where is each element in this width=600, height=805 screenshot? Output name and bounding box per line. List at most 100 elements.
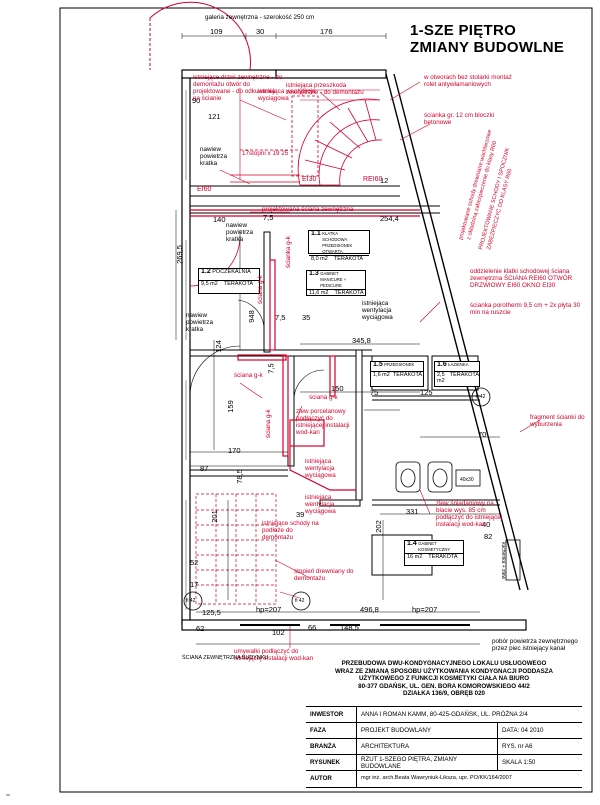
dim-150: 150 <box>331 384 344 393</box>
dim-75: 75 <box>370 388 379 397</box>
project-line-3: UŻYTKOWEGO Z FUNKCJI KOSMETYKI CIAŁA NA … <box>358 675 530 682</box>
dim-159: 159 <box>225 400 235 413</box>
room-1-6-name: ŁAZIENKA <box>448 362 469 367</box>
row-drawing-scale: SKALA 1:50 <box>497 755 582 771</box>
room-1-6: 1.6 ŁAZIENKA 2,5 m2 TERAKOTA <box>434 361 480 387</box>
room-1-1-area: 8,0 m2 <box>311 256 328 262</box>
room-1-5-num: 1.5 <box>373 361 383 368</box>
room-1-6-num: 1.6 <box>437 361 447 368</box>
dim-948: 948 <box>246 310 256 323</box>
label-fi42-3: fi 42 <box>295 598 305 604</box>
dim-90: 90 <box>192 96 201 105</box>
room-1-2-name: POCZEKALNIA <box>212 269 251 275</box>
dim-40: 40 <box>482 520 491 529</box>
ei60-label: EI60 <box>197 186 212 193</box>
room-1-2: 1.2 POCZEKALNIA 9,5 m2 TERAKOTA <box>198 268 260 294</box>
fixtures <box>183 387 521 611</box>
row-discipline-sheet: RYS. nr A6 <box>497 739 582 755</box>
note-existing-stairs: istniejące schody na podłoże do demontaż… <box>262 520 319 541</box>
note-ventilation-red-1: istniejąca wentylacja wyciągowa <box>258 88 316 102</box>
note-stair-separation: oddzielenie klatki schodowej ściana zewn… <box>470 268 573 289</box>
note-stairs-count: 17stopni x 19 25 <box>242 150 289 157</box>
room-1-5-name: PRZEDSIONEK <box>384 362 415 367</box>
label-fi42-2: fi 42 <box>186 598 196 604</box>
drawing-title: 1-SZE PIĘTRO ZMIANY BUDOWLNE <box>410 22 564 56</box>
row-phase: FAZA PROJEKT BUDOWLANY DATA: 04 2010 <box>306 722 582 739</box>
note-gk-5: ściana g-k <box>257 275 264 304</box>
label-kitchenette: kuchenka + zlew <box>500 542 506 580</box>
room-1-5-area: 1,6 m2 <box>373 372 390 378</box>
row-investor-value: ANNA I ROMAN KAMM, 80-425-GDAŃSK, UL. PR… <box>356 707 582 723</box>
note-gk-2: ściana g-k <box>234 372 263 379</box>
dim-7-5-c: 7,5 <box>266 363 276 374</box>
room-1-4: 1.4 GABINET KOSMETYCZNY 16 m2 TERAKOTA <box>404 540 464 566</box>
ei30-label: EI30 <box>302 176 317 183</box>
note-building-wall: ŚCIANA ZEWNĘTRZNA BUDYNKU <box>182 655 269 661</box>
note-gk-4: ściana g-k <box>265 409 272 438</box>
note-existing-obstacle: istniejąca przeszkoda zewnętrzne - do de… <box>286 82 364 96</box>
row-phase-value: PROJEKT BUDOWLANY <box>356 723 497 739</box>
dim-102: 102 <box>272 628 285 637</box>
rei60-label: REI60 <box>363 176 383 183</box>
note-gk-3: ściana g-k <box>309 394 338 401</box>
note-projected-wall: projektowana ściana zewnętrzna <box>262 206 354 213</box>
note-sink-1: zlew porcelanowy podłączyć do istniejące… <box>296 408 350 436</box>
dim-52: 52 <box>190 558 199 567</box>
dim-7-5-a: 7,5 <box>263 213 274 222</box>
note-ventilation-red-2: istniejąca wentylacja wyciągowa <box>305 494 336 515</box>
room-1-3: 1.3 GABINET MANICURE + PEDICURE 11,6 m2 … <box>306 270 366 296</box>
row-author-key: AUTOR <box>310 775 332 783</box>
title-block-project: PRZEBUDOWA DWU-KONDYGNACYJNEGO LOKALU US… <box>306 658 582 708</box>
room-1-6-area: 2,5 m2 <box>437 372 445 384</box>
rotated-notes: projektowane schody drewniane wachlarzow… <box>458 129 513 250</box>
room-1-3-floor: TERAKOTA <box>334 290 364 296</box>
dim-78-5: 78,5 <box>234 469 244 484</box>
note-air-inlet-3: nawiew powietrza kratka <box>186 312 213 333</box>
leader-lines <box>219 81 541 648</box>
label-fi42-1: fi 42 <box>476 394 486 400</box>
dim-7-5-b: 7,5 <box>275 313 286 322</box>
dim-345-8: 345,8 <box>352 336 371 345</box>
room-1-1-num: 1.1 <box>311 230 321 237</box>
dim-140: 140 <box>213 215 226 224</box>
dim-66: 66 <box>308 623 317 632</box>
room-1-3-num: 1.3 <box>309 270 319 277</box>
row-author-value: mgr inż. arch.Beata Wawryniuk-Liksza, up… <box>356 771 582 787</box>
hp-207-2: hp=207 <box>412 605 438 614</box>
dim-125-5: 125,5 <box>202 608 221 617</box>
spiral-stairs-new <box>230 95 383 186</box>
dim-124: 124 <box>213 340 223 353</box>
dim-70: 70 <box>478 430 487 439</box>
hp-207-1: hp=207 <box>256 605 282 614</box>
dim-82: 82 <box>484 532 493 541</box>
room-1-2-num: 1.2 <box>201 268 211 275</box>
room-1-2-floor: TERAKOTA <box>223 281 254 287</box>
room-1-4-area: 16 m2 <box>407 554 423 560</box>
room-1-5: 1.5 PRZEDSIONEK 1,6 m2 TERAKOTA <box>370 361 424 387</box>
room-1-4-name: GABINET KOSMETYCZNY <box>418 541 451 552</box>
row-drawing: RYSUNEK RZUT 1-SZEGO PIĘTRA, ZMIANY BUDO… <box>306 754 582 771</box>
row-investor-key: INWESTOR <box>310 711 344 719</box>
room-1-3-name: GABINET MANICURE + PEDICURE <box>320 271 347 288</box>
stair-treads <box>239 88 380 180</box>
projected-exterior-wall <box>190 209 420 217</box>
dim-170: 170 <box>228 446 241 455</box>
dim-254-4: 254,4 <box>380 214 399 223</box>
row-drawing-value: RZUT 1-SZEGO PIĘTRA, ZMIANY BUDOWLANE <box>356 755 497 771</box>
row-drawing-key: RYSUNEK <box>310 759 341 767</box>
row-discipline-key: BRANŻA <box>310 743 337 751</box>
note-ventilation: istniejąca wentylacja wyciągowa <box>362 300 393 321</box>
note-wooden-step: stopień drewniany do demontażu <box>294 568 354 582</box>
room-1-1-floor: TERAKOTA <box>333 256 364 262</box>
note-air-intake: pobór powietrza zewnętrznego przez piec … <box>492 638 578 652</box>
note-sink-2: zlew śniadaniowy na blacie wys. 85 cm po… <box>436 500 503 528</box>
row-phase-key: FAZA <box>310 727 327 735</box>
project-line-1: PRZEBUDOWA DWU-KONDYGNACYJNEGO LOKALU US… <box>341 660 547 667</box>
dim-62: 62 <box>196 624 205 633</box>
room-1-1: 1.1 KLATKA SCHODOWA PRZEDSIONEK OTWARTA … <box>308 230 370 262</box>
room-1-3-area: 11,6 m2 <box>309 290 329 296</box>
dim-496-8: 496,8 <box>360 605 379 614</box>
dim-top-1: 109 <box>210 27 223 36</box>
note-concrete-block-wall: ścianka gr. 12 cm bloczki betonowe <box>424 112 494 126</box>
